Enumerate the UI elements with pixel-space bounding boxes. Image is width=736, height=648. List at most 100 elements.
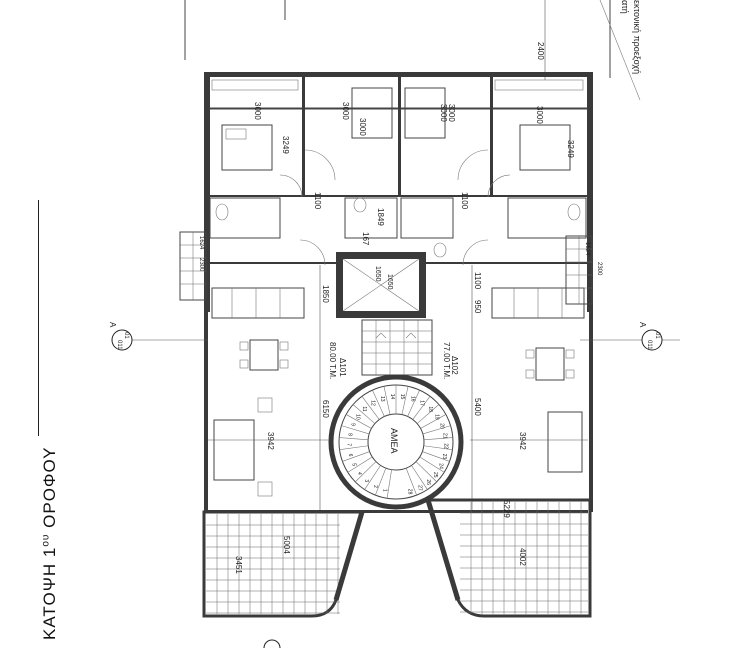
dim-1849: 1849 — [376, 208, 385, 226]
dim-2300-a: 2300 — [198, 258, 204, 272]
wc-3 — [433, 242, 447, 258]
dim-3000-e: 3000 — [447, 104, 456, 122]
dim-3249-b: 3249 — [566, 140, 575, 158]
stair-step-number: 11 — [361, 406, 367, 411]
title-underline — [38, 200, 39, 436]
dim-5004: 5004 — [282, 536, 291, 554]
stair-step-number: 24 — [438, 463, 444, 469]
stair-step-number: 5 — [350, 463, 356, 466]
bath-center-right — [400, 197, 454, 239]
dim-4002: 4002 — [518, 548, 527, 566]
stair-tread — [347, 456, 373, 473]
chair-r1 — [525, 349, 535, 359]
stair-tread — [383, 386, 391, 415]
landing — [361, 319, 433, 376]
room-line-1 — [209, 107, 303, 110]
apt-right-area: 77.00 Τ.Μ. — [442, 342, 451, 379]
dim-1624-a: 1624 — [198, 236, 204, 250]
stair-step-number: 27 — [416, 485, 422, 491]
pillow-1 — [225, 128, 247, 140]
chair-r2 — [525, 369, 535, 379]
stair-tread — [386, 469, 392, 499]
bed-2 — [351, 87, 393, 139]
stair-label-amea: ΑΜΕΑ — [389, 428, 399, 454]
section-left-num: 01 — [123, 332, 129, 339]
stair-step-number: 15 — [399, 394, 405, 400]
apt-left-code: Δ101 — [338, 358, 347, 377]
stair-tread — [342, 451, 370, 462]
dim-3451: 3451 — [234, 556, 243, 574]
stair-tread — [422, 451, 450, 462]
note-top-right-1: ατή — [620, 0, 630, 14]
door-swing-4 — [487, 174, 511, 198]
stair-step-number: 16 — [409, 396, 415, 402]
chair-l3 — [279, 341, 289, 351]
stair-step-number: 18 — [427, 406, 433, 412]
terrace-left-grid — [206, 514, 340, 614]
section-left-sheet: 011 — [116, 340, 122, 350]
stair-step-number: 7 — [346, 443, 352, 446]
stair-tread — [352, 404, 376, 424]
stair-tread — [423, 437, 453, 441]
dim-6150: 6150 — [321, 400, 330, 418]
table-left — [249, 339, 279, 371]
dim-3000-c: 3000 — [358, 118, 367, 136]
dim-1650-b: 1650 — [386, 274, 393, 290]
chair-r3 — [565, 349, 575, 359]
chair-l4 — [279, 359, 289, 369]
stair-step-number: 3 — [363, 479, 369, 482]
dim-3000-b: 3000 — [341, 102, 350, 120]
stair-step-number: 28 — [407, 489, 413, 495]
stair-tread — [375, 467, 387, 496]
dim-3942-left: 3942 — [266, 432, 275, 450]
wall-bed-3 — [490, 76, 493, 196]
stair-tread — [339, 445, 369, 450]
side-balcony-left-grid — [180, 232, 206, 300]
stair-step-number: 12 — [369, 400, 375, 406]
stair-step-number: 23 — [441, 454, 447, 460]
stair-step-number: 13 — [379, 396, 385, 402]
stair-step-number: 25 — [432, 472, 438, 478]
stair-step-number: 21 — [442, 433, 448, 439]
elevator-cross-2 — [342, 258, 420, 312]
dim-1850: 1850 — [321, 285, 330, 303]
apt-left-area: 80.00 Τ.Μ. — [328, 342, 337, 379]
stair-step-number: 8 — [346, 433, 352, 436]
sofa-right — [547, 411, 583, 473]
stair-tread — [420, 414, 447, 429]
wall-top — [204, 72, 593, 77]
kitchen-left — [211, 287, 305, 319]
stair-tread — [339, 437, 369, 441]
arrow-up-landing-2 — [405, 332, 417, 339]
dim-3942-right: 3942 — [518, 432, 527, 450]
door-swing-6 — [462, 239, 489, 266]
dim-950: 950 — [473, 300, 482, 314]
stair-step-number: 22 — [442, 443, 448, 449]
terrace-right-grid — [460, 502, 588, 614]
table-right — [535, 347, 565, 381]
note-top-right-2: εκτονική προεξοχή — [632, 0, 642, 74]
stair-tread — [411, 465, 428, 490]
dim-1100-c: 1100 — [473, 272, 482, 290]
apt-right-code: Δ102 — [450, 356, 459, 375]
stair-tread — [361, 396, 380, 420]
dim-1624-b: 1624 — [584, 242, 590, 256]
wall-left-lower — [204, 312, 208, 512]
wedge-wall-left — [333, 511, 365, 601]
bath-right — [507, 197, 587, 239]
wall-bed-mid — [398, 76, 401, 196]
sofa-left — [213, 419, 255, 481]
stair-tread — [407, 389, 420, 417]
dim-167: 167 — [361, 232, 370, 246]
stair-tread — [423, 445, 453, 450]
stair-step-number: 9 — [349, 423, 355, 426]
arrow-up-landing — [375, 332, 387, 339]
bath-center-left — [344, 197, 398, 239]
dim-3000-d: 3000 — [439, 104, 448, 122]
bed-3 — [404, 87, 446, 139]
stair-tread — [341, 425, 370, 435]
stair-step-number: 20 — [439, 423, 445, 429]
door-swing-5 — [299, 239, 326, 266]
stair-step-number: 6 — [347, 454, 353, 457]
